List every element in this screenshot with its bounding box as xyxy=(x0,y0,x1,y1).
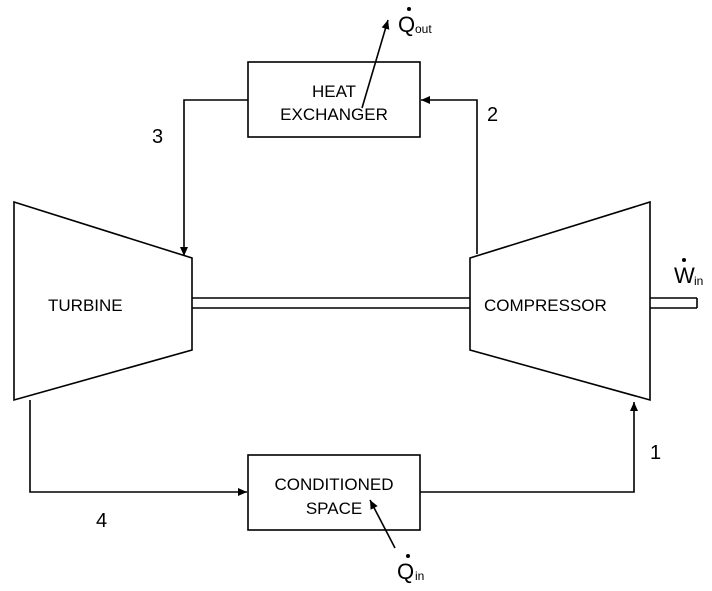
compressor: COMPRESSOR xyxy=(469,200,651,402)
w-in-dot xyxy=(682,258,686,262)
conditioned-space-label-line1: CONDITIONED xyxy=(275,475,394,494)
q-out-label: Q out xyxy=(398,7,432,37)
flow-line-4 xyxy=(29,400,247,496)
q-in-label: Q in xyxy=(397,554,424,584)
conditioned-space: CONDITIONED SPACE xyxy=(247,454,421,531)
flow-line-3 xyxy=(180,99,248,256)
w-in-subscript: in xyxy=(694,274,703,288)
state-label-3: 3 xyxy=(152,126,163,148)
q-out-arrow xyxy=(361,19,390,109)
q-out-dot xyxy=(407,7,411,11)
heat-exchanger: HEAT EXCHANGER xyxy=(247,61,421,138)
q-in-arrow xyxy=(369,499,396,549)
q-in-symbol: Q xyxy=(397,559,414,584)
w-in-symbol: W xyxy=(674,263,695,288)
turbine-label: TURBINE xyxy=(48,296,123,315)
heat-exchanger-label-line1: HEAT xyxy=(312,82,356,101)
compressor-label: COMPRESSOR xyxy=(484,296,607,315)
state-label-2: 2 xyxy=(487,104,498,126)
q-out-subscript: out xyxy=(415,22,432,36)
q-out-symbol: Q xyxy=(398,12,415,37)
q-in-subscript: in xyxy=(415,569,424,583)
heat-exchanger-label-line2: EXCHANGER xyxy=(280,105,388,124)
conditioned-space-label-line2: SPACE xyxy=(306,499,362,518)
q-in-dot xyxy=(406,554,410,558)
state-label-1: 1 xyxy=(650,442,661,464)
turbine: TURBINE xyxy=(13,200,193,402)
w-in-label: W in xyxy=(674,258,703,288)
flow-line-1 xyxy=(420,402,638,493)
state-label-4: 4 xyxy=(96,510,107,532)
flow-line-2 xyxy=(421,96,478,254)
